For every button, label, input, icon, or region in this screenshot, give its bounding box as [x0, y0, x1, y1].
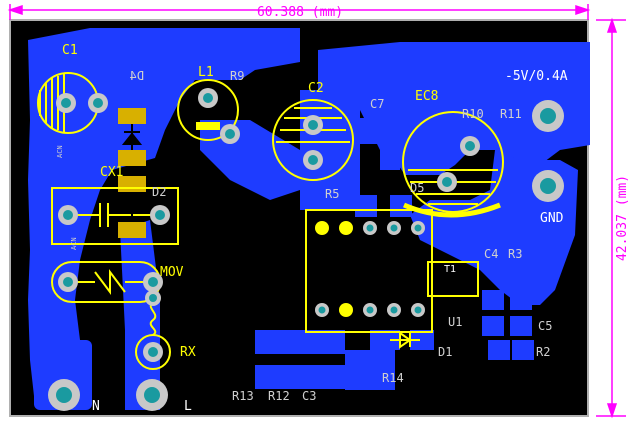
label-c1: C1 — [62, 43, 78, 58]
label-acn-1: ACN — [56, 145, 64, 158]
rx-coil — [149, 301, 157, 336]
labels-group: 60.388 (mm) 42.037 (mm) C1 D4 L1 R9 C2 C… — [56, 5, 630, 414]
label-d1: D1 — [438, 345, 452, 359]
label-l1: L1 — [198, 65, 214, 80]
smd-pad-r5b — [390, 195, 412, 217]
smd-pad-r3 — [482, 290, 504, 310]
c2-outline — [272, 99, 354, 181]
smd-pad-r13 — [270, 366, 290, 386]
l1-core-bar — [196, 122, 220, 130]
label-output: -5V/0.4A — [505, 69, 568, 84]
label-ec8: EC8 — [415, 89, 438, 104]
smd-pad-d1a — [370, 330, 400, 350]
dimension-lines — [7, 4, 626, 419]
copper-pour-right-top — [318, 42, 590, 175]
label-acn-2: ACN — [70, 237, 78, 250]
smd-pad-c7b — [390, 118, 412, 144]
smd-pad-r5a — [355, 195, 377, 217]
smd-pad-d5 — [380, 148, 400, 170]
height-dimension-label: 42.037 (mm) — [615, 175, 630, 261]
d4-symbol — [121, 124, 143, 150]
label-c3: C3 — [302, 389, 316, 403]
smd-pad-c3 — [318, 366, 338, 386]
smd-pad-d1b — [410, 330, 434, 350]
ec8-outline — [402, 111, 504, 213]
smd-pad-d4-top — [118, 108, 146, 124]
smd-pad-r2a — [488, 340, 510, 360]
smd-pad-c4 — [510, 290, 532, 310]
d2-symbol — [121, 192, 143, 222]
d1-symbol — [390, 331, 420, 349]
label-r11: R11 — [500, 107, 522, 121]
width-dimension-label: 60.388 (mm) — [257, 5, 343, 20]
through-hole-pads — [48, 88, 564, 411]
transformer-outline — [305, 209, 433, 333]
copper-pour-center — [300, 90, 360, 210]
silkscreen-layer — [37, 72, 504, 370]
smd-pad-c7a — [355, 118, 377, 144]
smd-pad-c5a — [482, 316, 504, 336]
copper-layer — [28, 28, 590, 410]
label-r12: R12 — [268, 389, 290, 403]
ec8-polarity-arc — [403, 202, 501, 218]
label-d4: D4 — [130, 69, 144, 83]
label-r9: R9 — [230, 69, 244, 83]
copper-pads-row1 — [255, 330, 345, 354]
label-c2: C2 — [308, 81, 324, 96]
label-r5: R5 — [325, 187, 339, 201]
label-mov: MOV — [160, 265, 184, 280]
smd-pad-d2-bottom — [118, 222, 146, 238]
label-u1: U1 — [448, 315, 462, 329]
label-rx: RX — [180, 345, 196, 360]
label-t1: T1 — [444, 264, 456, 275]
smd-pad-c5b — [510, 316, 532, 336]
label-l: L — [184, 399, 192, 414]
label-c7: C7 — [370, 97, 384, 111]
label-r10: R10 — [462, 107, 484, 121]
l1-outline — [177, 79, 239, 141]
label-c5: C5 — [538, 319, 552, 333]
label-d5: D5 — [410, 181, 424, 195]
copper-pour-l — [120, 220, 160, 410]
label-r3: R3 — [508, 247, 522, 261]
label-cx1: CX1 — [100, 165, 123, 180]
label-c4: C4 — [484, 247, 498, 261]
smd-pad-d4-bottom — [118, 150, 146, 166]
copper-pour-bottom — [345, 350, 395, 390]
label-r2: R2 — [536, 345, 550, 359]
cx1-outline — [51, 187, 179, 245]
copper-pour-left — [28, 28, 300, 405]
label-r13: R13 — [232, 389, 254, 403]
t1-outline — [427, 261, 479, 297]
board-outline — [9, 19, 589, 417]
smd-pad-r2b — [512, 340, 534, 360]
label-d2: D2 — [152, 185, 166, 199]
label-gnd: GND — [540, 211, 564, 226]
label-n: N — [92, 399, 100, 414]
label-r14: R14 — [382, 371, 404, 385]
